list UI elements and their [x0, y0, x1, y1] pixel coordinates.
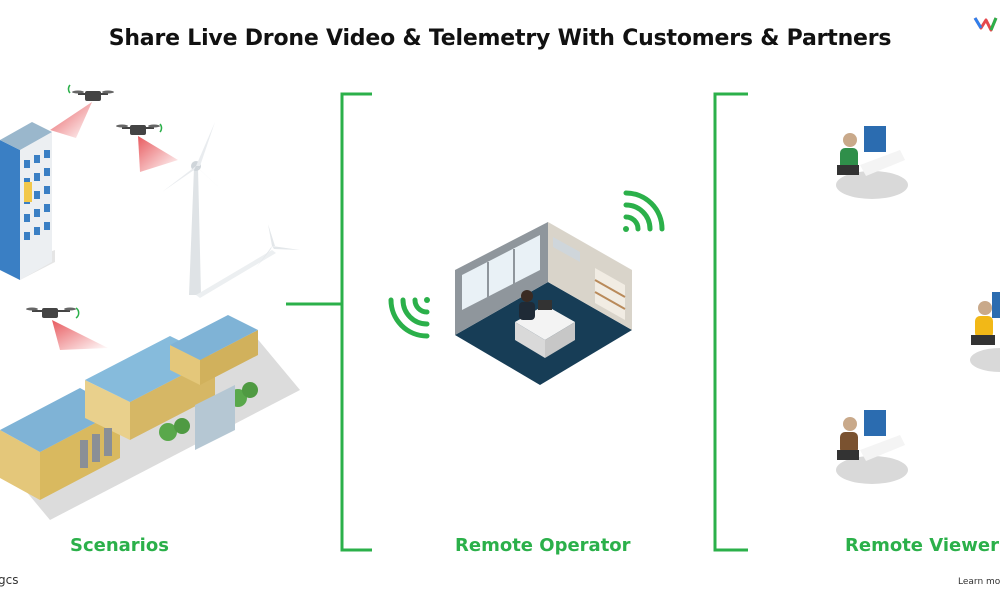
- learn-more-link[interactable]: Learn more: [958, 577, 1000, 587]
- page-title: Share Live Drone Video & Telemetry With …: [108, 26, 892, 51]
- drone-icon: [50, 84, 114, 138]
- viewer-workstation-icon: [836, 126, 908, 199]
- label-remote-viewers: Remote Viewers: [845, 535, 1000, 556]
- wifi-icon: [388, 297, 430, 339]
- label-remote-operator: Remote Operator: [455, 535, 631, 556]
- footer-brand: gcs: [0, 573, 19, 587]
- factory-icon: [0, 315, 300, 520]
- viewer-workstation-icon: [836, 410, 908, 484]
- label-scenarios: Scenarios: [70, 535, 169, 556]
- bracket-left: [286, 92, 372, 552]
- bracket-right: [713, 92, 748, 552]
- operator-room-icon: [455, 222, 632, 385]
- wind-turbine-icon: [162, 122, 300, 298]
- wifi-icon: [623, 190, 665, 232]
- drone-icon: [116, 123, 178, 172]
- logo-icon: [973, 17, 998, 32]
- viewer-workstation-icon: [970, 292, 1000, 372]
- drone-icon: [26, 307, 108, 350]
- building-icon: [0, 122, 55, 280]
